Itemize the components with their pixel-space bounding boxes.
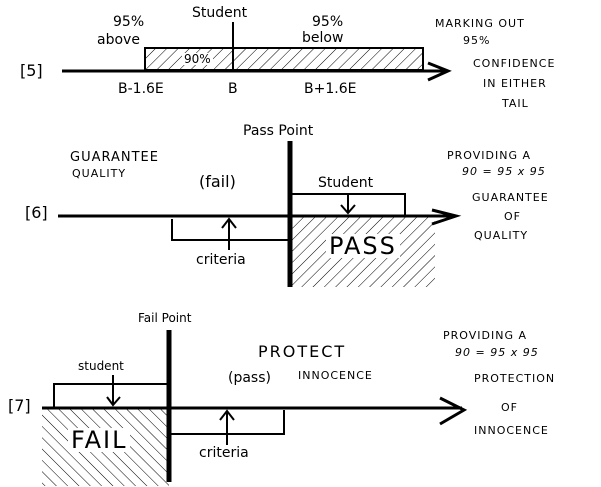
student-arrowhead-6 <box>340 204 356 215</box>
note-6-line3: GUARANTEE <box>472 191 549 204</box>
criteria-label-6: criteria <box>196 252 246 268</box>
panel-label-6: [6] <box>25 203 48 222</box>
pct-below-sub: below <box>302 30 344 46</box>
panel-label-5: [5] <box>20 61 43 80</box>
pct-below: 95% <box>312 14 344 30</box>
note-7-line3: PROTECTION <box>474 372 556 385</box>
tick-label-low: B-1.6E <box>118 81 164 97</box>
student-label-7: student <box>78 359 124 373</box>
panel-5 <box>62 22 452 82</box>
student-bracket-6 <box>292 193 406 216</box>
criteria-label-7: criteria <box>199 445 249 461</box>
note-6-line5: QUALITY <box>474 229 529 242</box>
note-7-line1: PROVIDING A <box>443 329 527 342</box>
pct-above: 95% <box>113 14 145 30</box>
pct-above-sub: above <box>97 32 140 48</box>
note-5-line5: TAIL <box>502 97 529 110</box>
note-5-line3: CONFIDENCE <box>473 57 556 70</box>
axis-arrow-5 <box>427 61 452 82</box>
tick-label-high: B+1.6E <box>304 81 357 97</box>
fail-point-label: Fail Point <box>138 311 192 325</box>
criteria-bracket-7 <box>171 410 285 435</box>
panel-7-title-1: PROTECT <box>258 342 347 361</box>
student-label-5: Student <box>192 5 248 21</box>
axis-arrow-7 <box>439 396 468 426</box>
note-6-line2: 90 = 95 x 95 <box>462 165 546 178</box>
panel-7 <box>42 330 468 486</box>
note-5-line2: 95% <box>463 34 491 47</box>
tick-label-b: B <box>228 81 238 97</box>
axis-arrow-6 <box>431 208 462 226</box>
student-label-6: Student <box>318 175 374 191</box>
note-6-line1: PROVIDING A <box>447 149 531 162</box>
student-arrowhead-7 <box>106 396 121 407</box>
pass-zone-label: PASS <box>326 234 400 258</box>
student-bracket-7 <box>53 383 169 407</box>
note-5-line4: IN EITHER <box>483 77 547 90</box>
box-label-90: 90% <box>182 52 213 66</box>
criteria-bracket-6 <box>171 219 290 241</box>
pass-point-label: Pass Point <box>243 123 314 139</box>
panel-6-title-1: GUARANTEE <box>70 150 159 165</box>
criteria-arrowhead-7 <box>219 409 235 421</box>
panel-6-title-2: QUALITY <box>72 167 127 180</box>
pass-region-label: (pass) <box>228 370 271 386</box>
note-6-line4: OF <box>504 210 521 223</box>
note-7-line2: 90 = 95 x 95 <box>455 346 539 359</box>
note-5-line1: MARKING OUT <box>435 17 525 30</box>
fail-zone-label: FAIL <box>68 428 131 452</box>
fail-region-label: (fail) <box>199 172 236 191</box>
note-7-line4: OF <box>501 401 518 414</box>
criteria-arrowhead-6 <box>221 217 237 229</box>
panel-7-title-2: INNOCENCE <box>298 369 373 382</box>
note-7-line5: INNOCENCE <box>474 424 549 437</box>
panel-label-7: [7] <box>8 396 31 415</box>
panel-6 <box>58 141 462 287</box>
